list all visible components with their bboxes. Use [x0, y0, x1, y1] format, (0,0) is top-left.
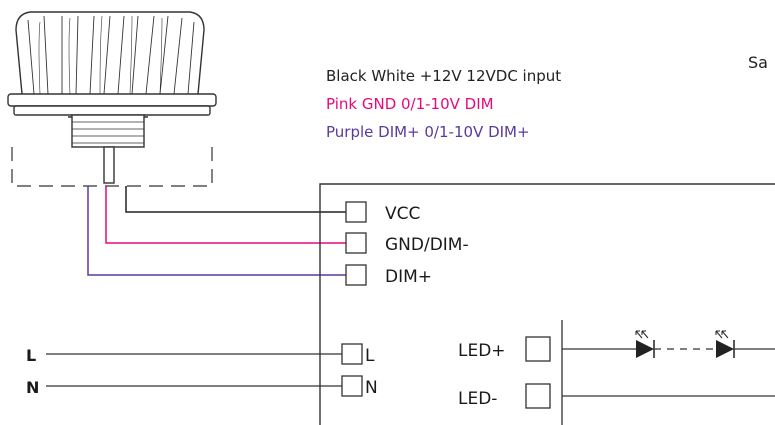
terminal-l-label: L — [365, 346, 375, 366]
mains-l-label: L — [26, 346, 36, 365]
legend-pink: Pink GND 0/1-10V DIM — [326, 95, 494, 113]
sensor-device-icon — [7, 11, 217, 184]
terminal-n — [341, 375, 363, 397]
purple-wire — [87, 186, 346, 276]
led-minus-label: LED- — [458, 389, 497, 409]
legend-purple: Purple DIM+ 0/1-10V DIM+ — [326, 123, 530, 141]
legend-black-white: Black White +12V 12VDC input — [326, 67, 561, 85]
terminal-vcc — [345, 201, 367, 223]
black-wire — [125, 186, 346, 213]
terminal-l — [341, 343, 363, 365]
terminal-gnd-dim — [345, 232, 367, 254]
led-diode-icon — [635, 330, 655, 358]
terminal-n-label: N — [365, 378, 378, 398]
mains-n-label: N — [26, 378, 39, 397]
terminal-vcc-label: VCC — [385, 204, 420, 224]
terminal-dim-plus-label: DIM+ — [385, 267, 432, 287]
led-diode-icon — [715, 330, 735, 358]
led-plus-label: LED+ — [458, 341, 506, 361]
mount-outline — [11, 147, 213, 187]
terminal-dim-plus — [345, 264, 367, 286]
terminal-led-minus — [525, 383, 551, 409]
corner-text: Sa — [748, 53, 768, 72]
terminal-gnd-dim-label: GND/DIM- — [385, 235, 469, 255]
driver-box — [319, 183, 775, 425]
terminal-led-plus — [525, 336, 551, 362]
pink-wire — [105, 186, 346, 244]
